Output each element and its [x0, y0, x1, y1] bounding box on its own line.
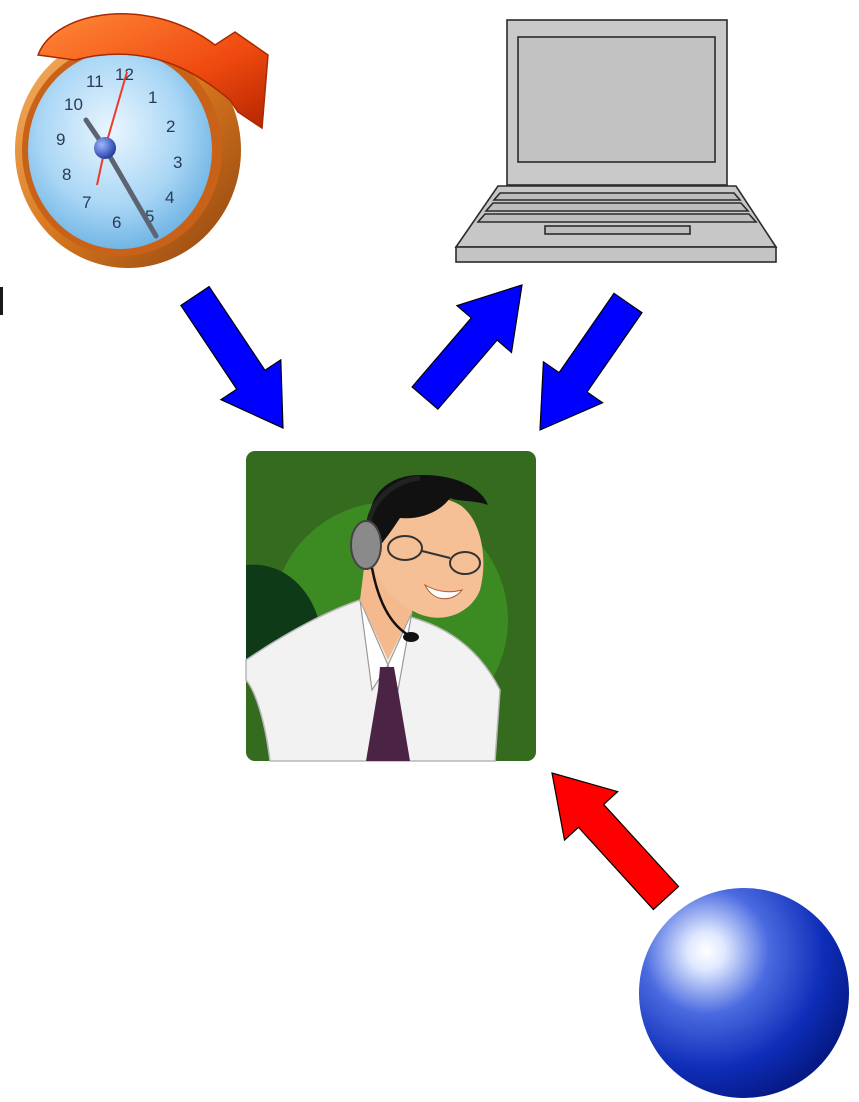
laptop-icon: [456, 20, 776, 262]
arrow-agent-to-laptop: [412, 285, 522, 409]
clock-number: 3: [173, 153, 182, 172]
clock-number: 6: [112, 213, 121, 232]
laptop-trackpad: [545, 226, 690, 234]
arrow-laptop-to-agent: [540, 293, 642, 430]
clock-icon: 12 1 2 3 4 5 6 7 8 9 10 11: [15, 14, 268, 268]
arrow-clock-to-agent: [181, 287, 283, 428]
support-agent-icon: [246, 451, 536, 761]
laptop-key-row: [486, 203, 748, 211]
clock-number: 11: [86, 72, 104, 91]
clock-hub: [94, 137, 116, 159]
arrow-sphere-to-agent: [552, 773, 679, 910]
sphere-icon: [639, 888, 849, 1098]
clock-number: 2: [166, 117, 175, 136]
clock-number: 8: [62, 165, 71, 184]
laptop-key-row: [494, 193, 740, 200]
clock-number: 1: [148, 88, 157, 107]
clock-number: 9: [56, 130, 65, 149]
agent-headset-mic: [403, 632, 419, 642]
clock-number: 7: [82, 193, 91, 212]
sphere-ball: [639, 888, 849, 1098]
agent-headset-earpiece: [351, 521, 381, 569]
clock-number: 10: [64, 95, 83, 114]
laptop-front-edge: [456, 247, 776, 262]
laptop-key-row: [478, 214, 756, 222]
laptop-screen: [518, 37, 715, 162]
clock-number: 4: [165, 188, 174, 207]
